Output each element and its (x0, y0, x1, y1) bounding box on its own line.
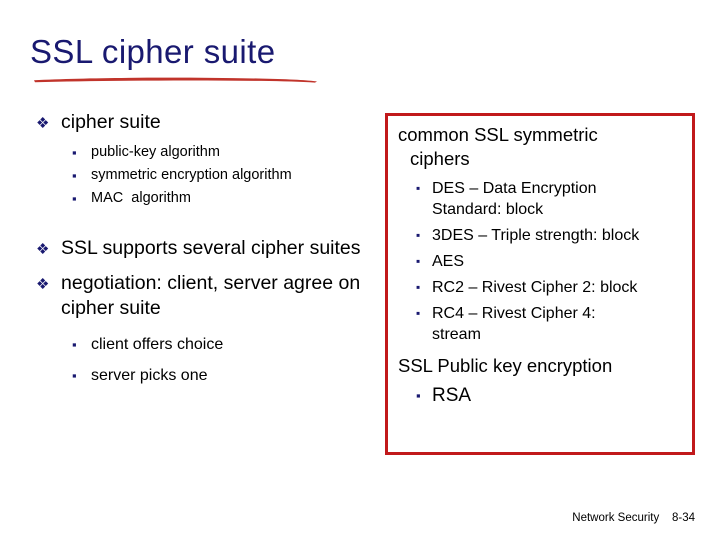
list-item: ▪ DES – Data Encryption Standard: block (396, 178, 684, 220)
square-bullet-icon: ▪ (416, 228, 421, 242)
square-bullet-icon: ▪ (72, 368, 77, 383)
callout-heading-public-key: SSL Public key encryption (398, 355, 613, 376)
list-item-label: DES – Data Encryption (432, 180, 597, 197)
square-bullet-icon: ▪ (416, 181, 421, 195)
square-bullet-icon: ▪ (416, 388, 421, 403)
list-item: ▪ RC2 – Rivest Cipher 2: block (396, 277, 684, 298)
square-bullet-icon: ▪ (416, 280, 421, 294)
spacer (28, 220, 380, 236)
square-bullet-icon: ▪ (72, 168, 77, 183)
bullet-label: negotiation: client, server agree on cip… (61, 272, 361, 319)
square-bullet-icon: ▪ (72, 191, 77, 206)
slide-footer: Network Security 8-34 (572, 512, 695, 524)
bullet-item-cipher-suite: ❖ cipher suite (28, 110, 380, 135)
square-bullet-icon: ▪ (416, 306, 421, 320)
list-item: ▪ RC4 – Rivest Cipher 4: stream (396, 303, 684, 345)
list-item: ▪ client offers choice (28, 329, 380, 360)
list-item-label: public-key algorithm (91, 144, 220, 160)
sublist-negotiation: ▪ client offers choice ▪ server picks on… (28, 329, 380, 391)
list-item-label: 3DES – Triple strength: block (432, 227, 640, 244)
list-item-label: AES (432, 253, 465, 270)
list-item-label: MAC algorithm (91, 190, 191, 206)
sublist-cipher-suite: ▪ public-key algorithm ▪ symmetric encry… (28, 141, 380, 210)
list-item-label: RSA (432, 385, 472, 406)
callout-box-content: common SSL symmetric ciphers ▪ DES – Dat… (388, 116, 692, 409)
callout-heading-line2: ciphers (410, 148, 470, 169)
list-item-label-cont: stream (432, 326, 481, 343)
left-content-column: ❖ cipher suite ▪ public-key algorithm ▪ … (28, 110, 380, 401)
bullet-label: cipher suite (61, 111, 161, 133)
diamond-bullet-icon: ❖ (36, 276, 50, 293)
list-item: ▪ 3DES – Triple strength: block (396, 225, 684, 246)
diamond-bullet-icon: ❖ (36, 241, 50, 258)
callout-heading-symmetric-ciphers: common SSL symmetric ciphers (396, 123, 684, 171)
list-item: ▪ public-key algorithm (28, 141, 380, 164)
list-item: ▪ MAC algorithm (28, 187, 380, 210)
diamond-bullet-icon: ❖ (36, 115, 50, 132)
callout-heading-line1: common SSL symmetric (398, 124, 598, 145)
list-item-label: symmetric encryption algorithm (91, 167, 292, 183)
list-item: ▪ server picks one (28, 360, 380, 391)
bullet-item-ssl-supports: ❖ SSL supports several cipher suites (28, 236, 380, 261)
square-bullet-icon: ▪ (416, 254, 421, 268)
list-item: ▪ AES (396, 251, 684, 272)
list-item-label: RC2 – Rivest Cipher 2: block (432, 279, 638, 296)
list-item-label: server picks one (91, 367, 208, 384)
title-underline-stroke (34, 77, 317, 83)
list-item-rsa: ▪ RSA (396, 383, 684, 409)
bullet-item-negotiation: ❖ negotiation: client, server agree on c… (28, 271, 380, 321)
square-bullet-icon: ▪ (72, 337, 77, 352)
common-ciphers-callout-box: common SSL symmetric ciphers ▪ DES – Dat… (385, 113, 695, 455)
bullet-label: SSL supports several cipher suites (61, 237, 361, 259)
cipher-list: ▪ DES – Data Encryption Standard: block … (396, 178, 684, 345)
list-item-label: client offers choice (91, 336, 224, 353)
list-item: ▪ symmetric encryption algorithm (28, 164, 380, 187)
square-bullet-icon: ▪ (72, 145, 77, 160)
list-item-label-cont: Standard: block (432, 201, 544, 218)
page-title: SSL cipher suite (30, 33, 276, 70)
list-item-label: RC4 – Rivest Cipher 4: (432, 305, 596, 322)
